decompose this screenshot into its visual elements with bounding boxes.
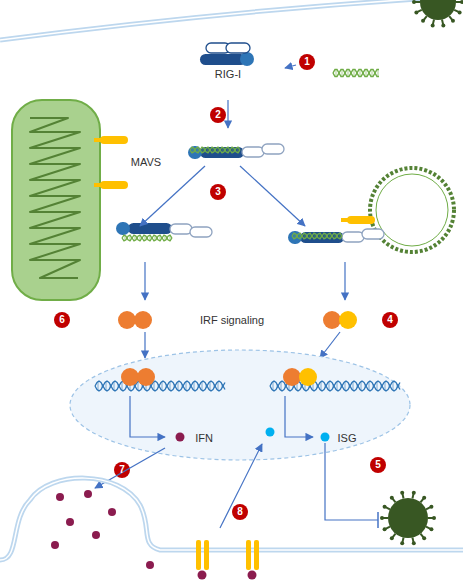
callout-number: 5 (375, 460, 381, 470)
callout-number: 7 (119, 465, 125, 475)
protein-label: RIG-I (215, 69, 241, 80)
protein-label: MAVS (131, 157, 161, 168)
callout-number: 8 (237, 507, 243, 517)
callout-number: 4 (387, 315, 393, 325)
callout-number: 3 (215, 187, 221, 197)
pathway-label: IRF signaling (200, 315, 264, 326)
callout-number: 2 (215, 110, 221, 120)
callout-number: 1 (304, 57, 310, 67)
callout-number: 6 (59, 315, 65, 325)
product-label: ISG (338, 433, 357, 444)
product-label: IFN (195, 433, 213, 444)
